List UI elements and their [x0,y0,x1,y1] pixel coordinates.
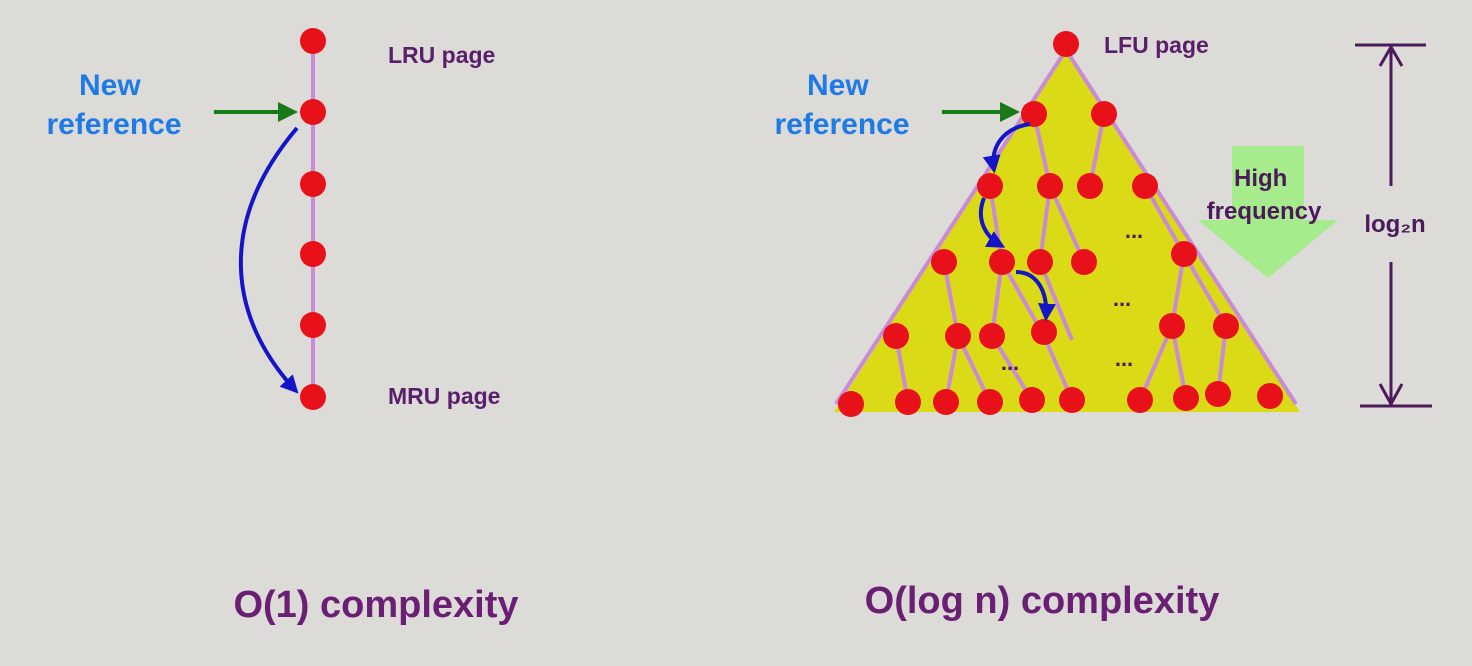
move-to-mru-arrow [239,126,299,394]
lfu-heap: ... ... ... ... [834,31,1338,417]
heap-ellipsis: ... [1115,346,1133,371]
heap-node [1037,173,1063,199]
list-node [300,241,326,267]
heap-node [1127,387,1153,413]
sift-down-arrow [1015,270,1056,322]
heap-node [895,389,921,415]
right-caption: O(log n) complexity [865,580,1220,622]
heap-node [1205,381,1231,407]
lru-list [214,28,326,410]
heap-node [1077,173,1103,199]
list-node [300,171,326,197]
lru-page-label: LRU page [388,42,495,68]
heap-node [1213,313,1239,339]
heap-ellipses: ... ... ... ... [1001,218,1143,375]
heap-ellipsis: ... [1113,286,1131,311]
heap-ellipsis: ... [1001,350,1019,375]
list-node [300,99,326,125]
heap-node [1132,173,1158,199]
high-frequency-label: High frequency [1207,165,1322,225]
heap-node [838,391,864,417]
heap-ellipsis: ... [1125,218,1143,243]
list-node [300,28,326,54]
heap-node [1053,31,1079,57]
high-frequency-arrow [1198,146,1338,278]
sift-down-arrow [982,122,1031,174]
heap-node [1031,319,1057,345]
mru-page-label: MRU page [388,383,500,409]
heap-node [979,323,1005,349]
heap-node [1173,385,1199,411]
left-caption: O(1) complexity [233,584,518,626]
heap-node [1021,101,1047,127]
heap-sift-arrows [978,122,1056,322]
lfu-page-label: LFU page [1104,32,1209,58]
heap-node [977,173,1003,199]
heap-node [977,389,1003,415]
heap-node [1027,249,1053,275]
heap-node [933,389,959,415]
heap-node [883,323,909,349]
heap-node [1071,249,1097,275]
list-node [300,312,326,338]
heap-node [931,249,957,275]
left-new-reference-label: New reference [46,69,181,141]
right-new-reference-label: New reference [774,69,909,141]
heap-node [945,323,971,349]
heap-node [1019,387,1045,413]
heap-node [989,249,1015,275]
heap-node [1171,241,1197,267]
heap-node [1257,383,1283,409]
log2n-label: log₂n [1364,211,1425,238]
heap-node [1159,313,1185,339]
tree-height-dimension [1355,43,1432,408]
lru-list-nodes [300,28,326,410]
sift-down-arrow [978,197,1006,248]
heap-node [1059,387,1085,413]
heap-nodes [838,31,1283,417]
list-node [300,384,326,410]
heap-node [1091,101,1117,127]
